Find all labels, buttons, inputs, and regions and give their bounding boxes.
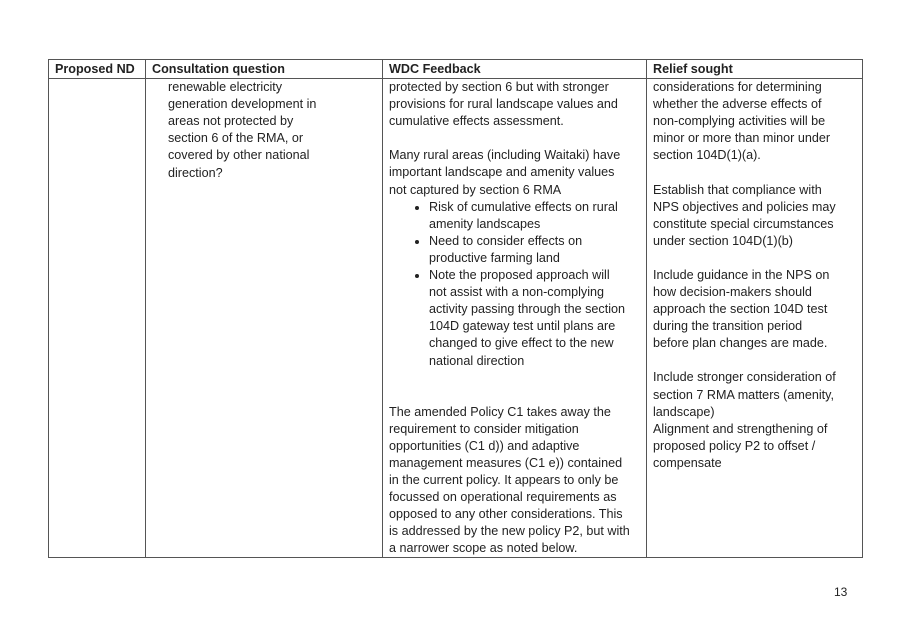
header-relief-sought: Relief sought [646, 58, 863, 80]
cell-relief-sought: considerations for determining whether t… [646, 78, 863, 559]
header-wdc-feedback: WDC Feedback [382, 58, 647, 80]
feedback-table: Proposed ND Consultation question WDC Fe… [48, 58, 863, 559]
relief-paragraph: Include guidance in the NPS on how decis… [653, 267, 830, 351]
feedback-paragraph: protected by section 6 but with stronger… [389, 80, 618, 129]
feedback-paragraph: The amended Policy C1 takes away the req… [389, 404, 630, 556]
feedback-bullet-list: Risk of cumulative effects on rural amen… [389, 199, 640, 370]
relief-paragraph: Establish that compliance with NPS objec… [653, 182, 836, 248]
table-row: renewable electricity generation develop… [48, 78, 863, 559]
page-number: 13 [834, 585, 848, 599]
cell-wdc-feedback: protected by section 6 but with stronger… [382, 78, 647, 559]
header-consultation-question: Consultation question [145, 58, 383, 80]
feedback-paragraph: Many rural areas (including Waitaki) hav… [389, 148, 621, 197]
cell-proposed-nd [48, 78, 146, 559]
table-header-row: Proposed ND Consultation question WDC Fe… [48, 58, 863, 80]
feedback-bullet: Note the proposed approach will not assi… [429, 267, 640, 370]
relief-paragraph: Include stronger consideration of sectio… [653, 370, 836, 470]
cell-consultation-question: renewable electricity generation develop… [145, 78, 383, 559]
feedback-bullet: Risk of cumulative effects on rural amen… [429, 199, 640, 233]
feedback-bullet: Need to consider effects on productive f… [429, 233, 640, 267]
relief-paragraph: considerations for determining whether t… [653, 80, 831, 163]
header-proposed-nd: Proposed ND [48, 58, 146, 80]
